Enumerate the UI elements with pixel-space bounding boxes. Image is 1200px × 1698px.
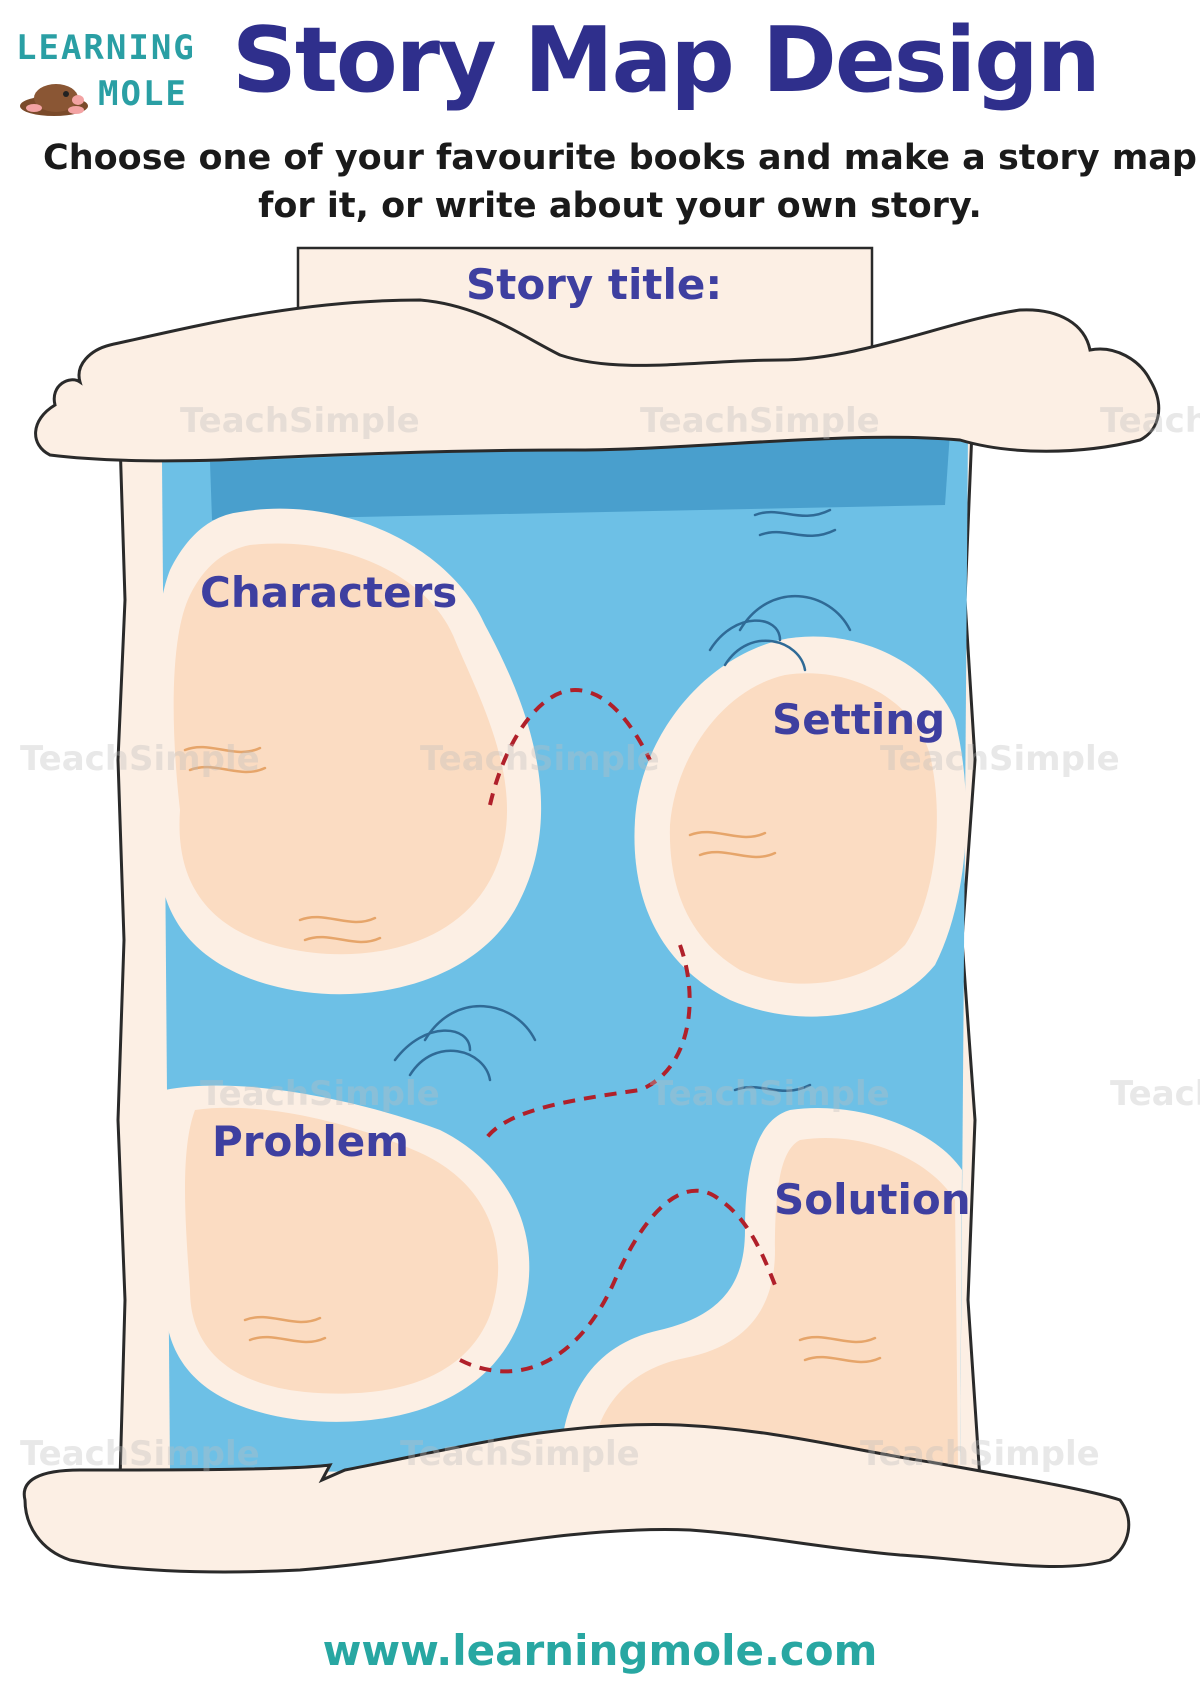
sand-marks [183, 745, 882, 1364]
watermark-text: TeachSimple [420, 739, 660, 779]
island-setting-sand [669, 673, 937, 984]
story-title-label: Story title: [466, 260, 723, 309]
island-label-problem: Problem [212, 1117, 410, 1166]
scroll-bottom-roll [22, 1422, 1131, 1574]
wave-marks [393, 508, 852, 1093]
watermark-text: TeachSimple [650, 1074, 890, 1114]
logo-text-mole: MOLE [98, 74, 188, 114]
watermark-text: TeachSimple [20, 1434, 260, 1474]
dashed-path [488, 687, 652, 806]
watermark-text: TeachSimple [20, 739, 260, 779]
island-solution-sand [590, 1138, 958, 1465]
watermark-text: TeachSimple [1100, 401, 1200, 441]
watermark-text: TeachSimple [180, 401, 420, 441]
logo-text-learning: LEARNING [16, 28, 196, 68]
learning-mole-logo: LEARNING MOLE [14, 28, 214, 118]
instructions-line-2: for it, or write about your own story. [258, 186, 982, 226]
watermark-text: TeachSimple [1110, 1074, 1200, 1114]
island-characters-sand [173, 543, 508, 955]
island-label-setting: Setting [772, 695, 946, 744]
island-label-solution: Solution [774, 1175, 971, 1224]
water-shadow [210, 432, 950, 520]
watermark-text: TeachSimple [640, 401, 880, 441]
island-label-characters: Characters [200, 568, 458, 617]
dashed-path [459, 1188, 777, 1374]
scroll-top-roll [34, 298, 1161, 463]
watermark-text: TeachSimple [880, 739, 1120, 779]
instructions-line-1: Choose one of your favourite books and m… [43, 138, 1197, 178]
page-title: Story Map Design [232, 8, 1101, 113]
mole-icon [20, 84, 88, 116]
footer-url: www.learningmole.com [322, 1626, 878, 1675]
watermark-text: TeachSimple [860, 1434, 1100, 1474]
instructions: Choose one of your favourite books and m… [40, 134, 1200, 230]
watermark-text: TeachSimple [200, 1074, 440, 1114]
watermark-text: TeachSimple [400, 1434, 640, 1474]
island-problem-sand [185, 1107, 499, 1394]
